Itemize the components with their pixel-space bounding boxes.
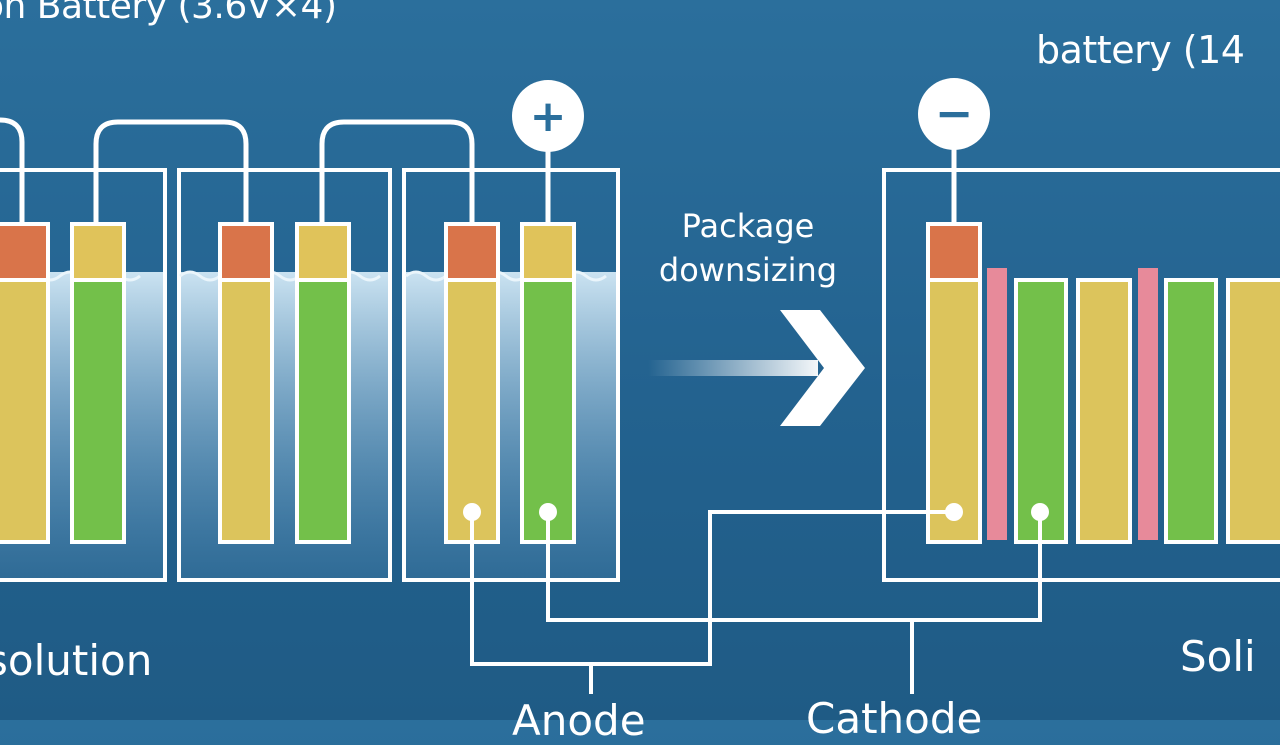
cathode-plate — [1076, 278, 1132, 544]
negative-terminal: − — [918, 78, 990, 150]
cell-3 — [402, 168, 620, 582]
anode-leader — [470, 510, 954, 666]
cathode-cap — [444, 222, 500, 282]
negative-terminal-sign: − — [935, 86, 974, 140]
leader-lines — [470, 510, 1042, 694]
separator-1 — [987, 268, 1007, 540]
left-electrodes — [0, 222, 576, 544]
liquid-solution-label: solution — [0, 636, 153, 685]
package-downsizing-arrow — [648, 310, 865, 426]
arrow-caption-line-2: downsizing — [658, 251, 838, 289]
anode-plate — [1164, 278, 1218, 544]
leader-dot — [463, 503, 481, 521]
liquid-cells — [0, 117, 620, 582]
connector-wire-1 — [93, 119, 249, 222]
cell-case-1 — [0, 168, 167, 582]
arrow-caption-line-1: Package — [681, 207, 815, 245]
cathode-cap — [926, 222, 982, 282]
anode-cap — [520, 222, 576, 282]
leader-dot — [945, 503, 963, 521]
anode-cap — [295, 222, 351, 282]
cathode-leader — [546, 512, 1042, 622]
positive-terminal: + — [512, 80, 584, 152]
cathode-plate — [1226, 278, 1280, 544]
connector-wire-0 — [0, 117, 25, 222]
cell-2 — [177, 168, 392, 582]
anode-cap — [70, 222, 126, 282]
anode-plate — [295, 278, 351, 544]
right-title: battery (14 — [1036, 28, 1245, 72]
battery-diagram: + − — [0, 78, 1280, 694]
positive-terminal-circle — [512, 80, 584, 152]
cathode-cap — [218, 222, 274, 282]
anode-plate — [70, 278, 126, 544]
cathode-plate — [218, 278, 274, 544]
arrow-caption: Package downsizing — [640, 204, 856, 292]
solid-label: Soli — [1180, 632, 1256, 681]
positive-terminal-sign: + — [530, 91, 567, 142]
solid-battery — [882, 148, 1280, 582]
separator-2 — [1138, 268, 1158, 540]
cathode-label: Cathode — [806, 694, 983, 743]
electrolyte-3 — [405, 272, 616, 578]
cathode-cap — [0, 222, 50, 282]
leader-dot — [1031, 503, 1049, 521]
negative-terminal-circle — [918, 78, 990, 150]
connector-wire-2 — [319, 119, 475, 222]
cell-case-3 — [402, 168, 620, 582]
anode-label: Anode — [512, 696, 646, 745]
anode-plate — [1014, 278, 1068, 544]
leader-dot — [539, 503, 557, 521]
cell-case-2 — [177, 168, 392, 582]
left-title: -ion Battery (3.6V×4) — [0, 0, 337, 27]
solid-case — [882, 168, 1280, 582]
cathode-plate — [444, 278, 500, 544]
arrow-tail — [648, 360, 818, 376]
leader-dots — [463, 503, 1049, 521]
cathode-plate — [926, 278, 982, 544]
arrow-head — [780, 310, 865, 426]
electrolyte-2 — [179, 272, 388, 578]
anode-plate — [520, 278, 576, 544]
cathode-plate — [0, 278, 50, 544]
